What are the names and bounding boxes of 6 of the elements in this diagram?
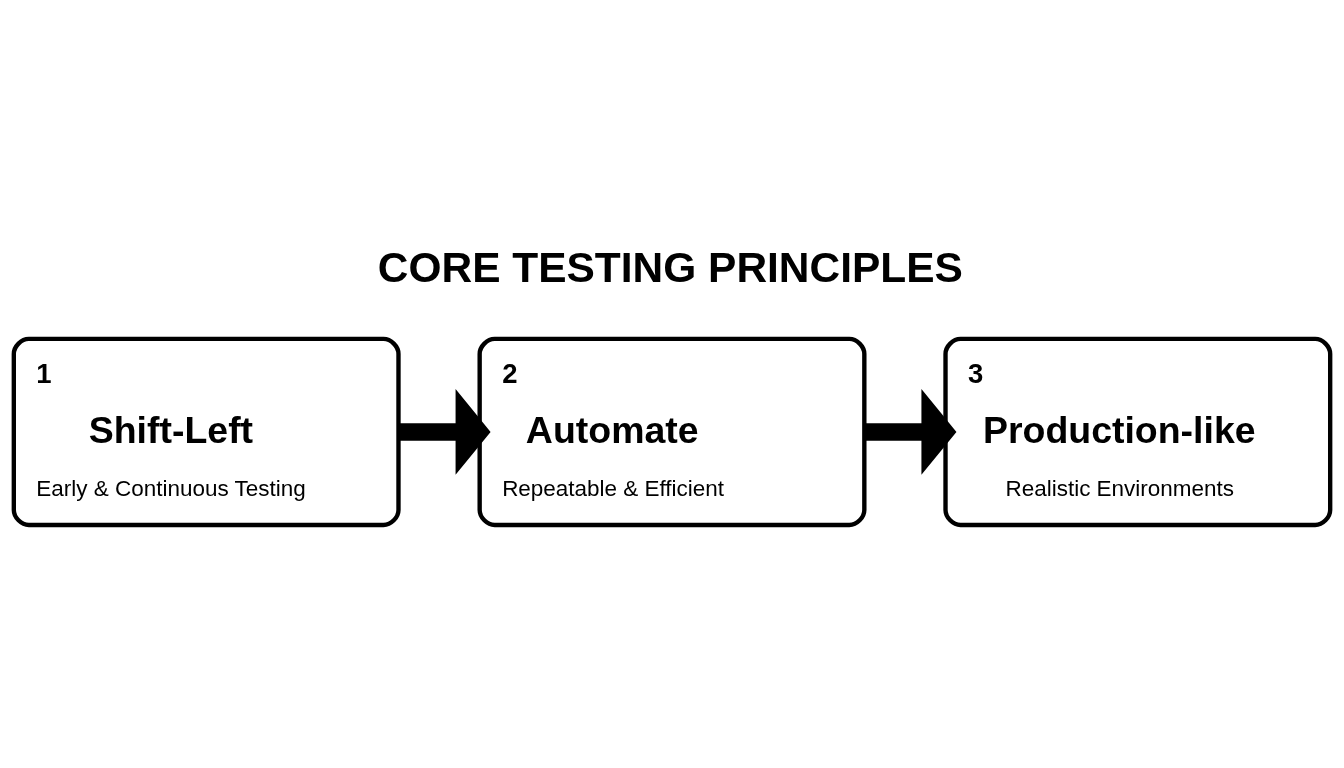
arrow xyxy=(864,388,957,475)
node-box: 1 Shift-Left Early & Continuous Testing xyxy=(11,336,401,527)
arrow xyxy=(398,388,491,475)
node-box: 2 Automate Repeatable & Efficient xyxy=(477,336,867,527)
diagram-title: CORE TESTING PRINCIPLES xyxy=(377,243,963,291)
node-box: 3 Production-like Realistic Environments xyxy=(943,336,1333,527)
